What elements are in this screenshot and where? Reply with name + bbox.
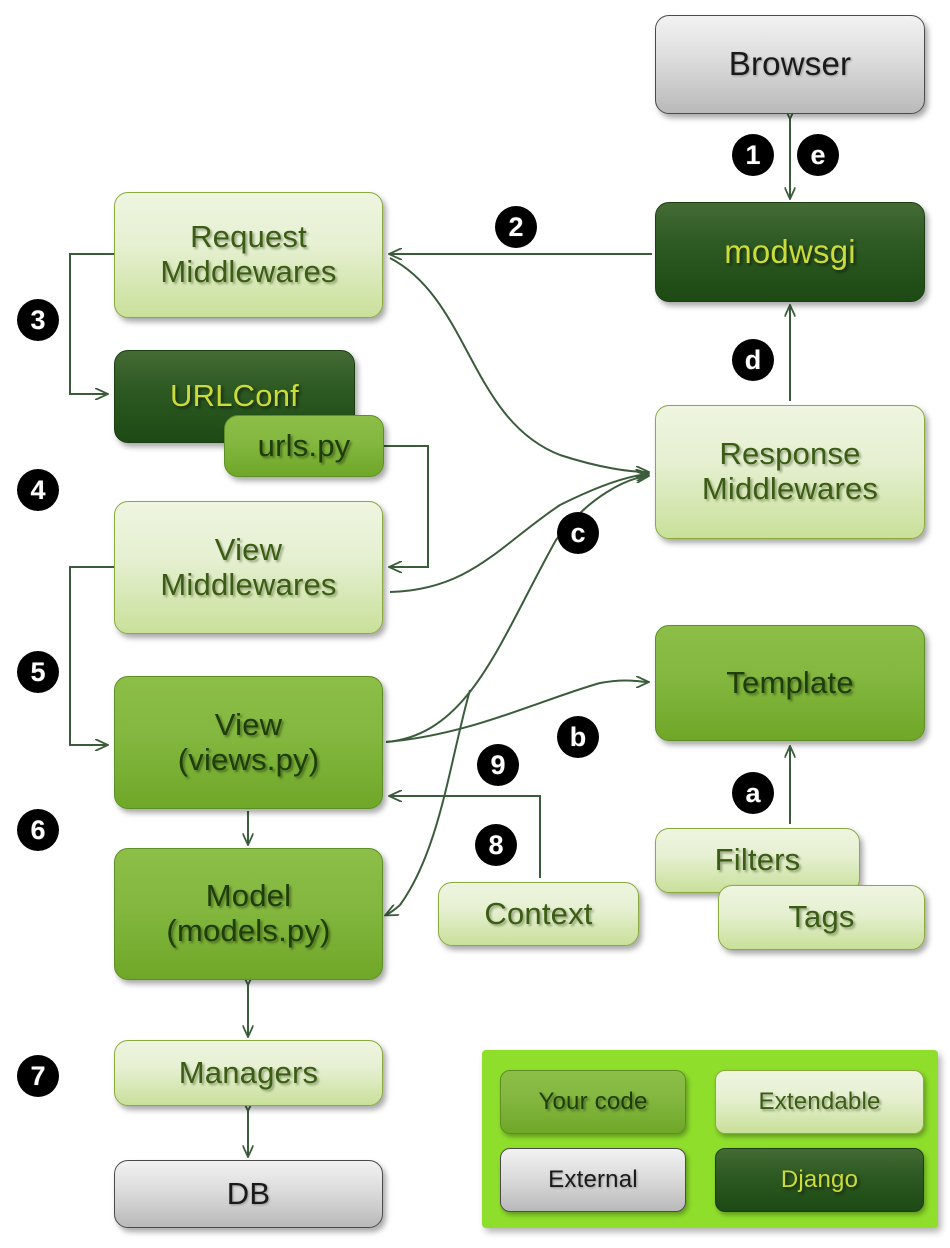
node-modwsgi[interactable]: modwsgi — [655, 202, 925, 302]
node-view[interactable]: View (views.py) — [114, 676, 383, 809]
node-urlspy[interactable]: urls.py — [224, 415, 384, 477]
step-badge-b: b — [557, 716, 599, 758]
legend-your-code: Your code — [500, 1070, 686, 1134]
step-badge-a: a — [732, 772, 774, 814]
wire-context-view — [390, 796, 541, 878]
wire-viewmw-view — [69, 566, 114, 745]
legend-extendable: Extendable — [715, 1070, 924, 1134]
wire-urlspy-viewmw — [384, 445, 429, 567]
step-badge-2: 2 — [495, 206, 537, 248]
step-badge-d: d — [732, 339, 774, 381]
wire-view-template — [385, 680, 648, 743]
step-badge-4: 4 — [17, 469, 59, 511]
node-tags[interactable]: Tags — [718, 885, 925, 950]
legend-external: External — [500, 1148, 686, 1212]
legend-django: Django — [715, 1148, 924, 1212]
node-browser[interactable]: Browser — [655, 15, 925, 114]
node-model[interactable]: Model (models.py) — [114, 848, 383, 980]
step-badge-9: 9 — [477, 744, 519, 786]
step-badge-e: e — [797, 134, 839, 176]
node-db[interactable]: DB — [114, 1160, 383, 1228]
wire-reqmw-respmw — [389, 257, 648, 472]
step-badge-8: 8 — [475, 824, 517, 866]
node-reqmw[interactable]: Request Middlewares — [114, 192, 383, 318]
node-filters[interactable]: Filters — [655, 828, 860, 893]
step-badge-7: 7 — [17, 1055, 59, 1097]
step-badge-1: 1 — [732, 134, 774, 176]
step-badge-6: 6 — [17, 809, 59, 851]
wire-view-respmw — [385, 476, 648, 743]
node-context[interactable]: Context — [438, 882, 639, 946]
node-respmw[interactable]: Response Middlewares — [655, 405, 925, 539]
wire-reqmw-urlconf — [69, 253, 114, 394]
step-badge-3: 3 — [17, 299, 59, 341]
step-badge-5: 5 — [17, 651, 59, 693]
node-template[interactable]: Template — [655, 625, 925, 741]
node-managers[interactable]: Managers — [114, 1040, 383, 1106]
wire-viewmw-respmw — [389, 474, 648, 593]
node-viewmw[interactable]: View Middlewares — [114, 501, 383, 634]
step-badge-c: c — [557, 512, 599, 554]
